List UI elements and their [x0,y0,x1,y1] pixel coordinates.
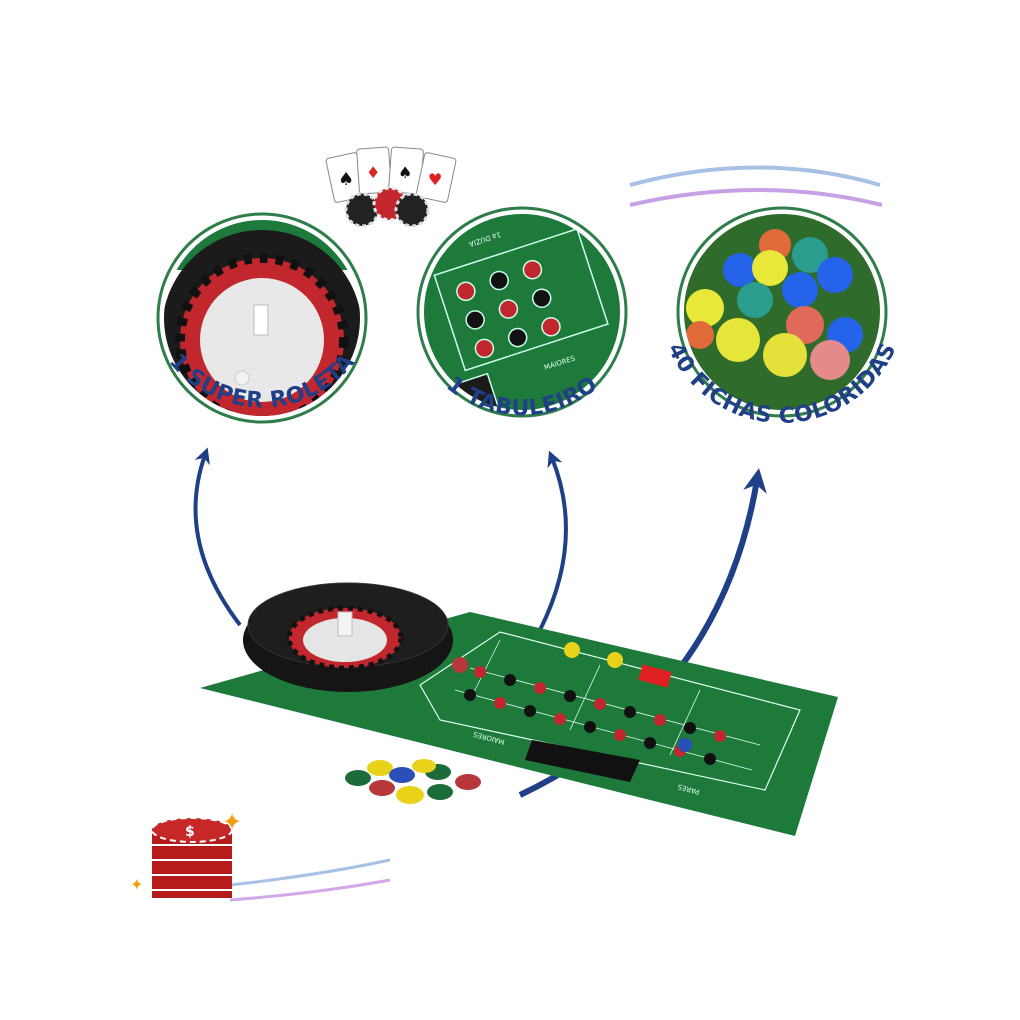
feature-roulette: 1 SUPER ROLETA [156,212,368,424]
svg-text:♥: ♥ [428,170,442,189]
svg-text:♠: ♠ [398,163,412,182]
swoosh-decoration [229,165,883,902]
arrow-to-roulette-icon [193,447,242,627]
chip-stack-icon: $ ✦ ✦ [130,808,242,898]
svg-text:♠: ♠ [338,169,354,190]
svg-text:♦: ♦ [366,163,380,182]
roulette-wheel [243,582,453,692]
arrow-to-board-icon [538,450,568,631]
loose-chips [345,759,481,804]
svg-text:✦: ✦ [130,875,143,894]
mat-number-grid [464,664,726,782]
playing-cards-icon: ♠ ♦ ♠ ♥ [325,146,457,228]
svg-text:$: $ [185,824,195,840]
feature-chips: 40 FICHAS COLORIDAS [662,206,901,429]
svg-text:✦: ✦ [222,808,242,836]
feature-board: 1a DUZIA MAIORES 1 TABULEIRO [416,206,628,421]
